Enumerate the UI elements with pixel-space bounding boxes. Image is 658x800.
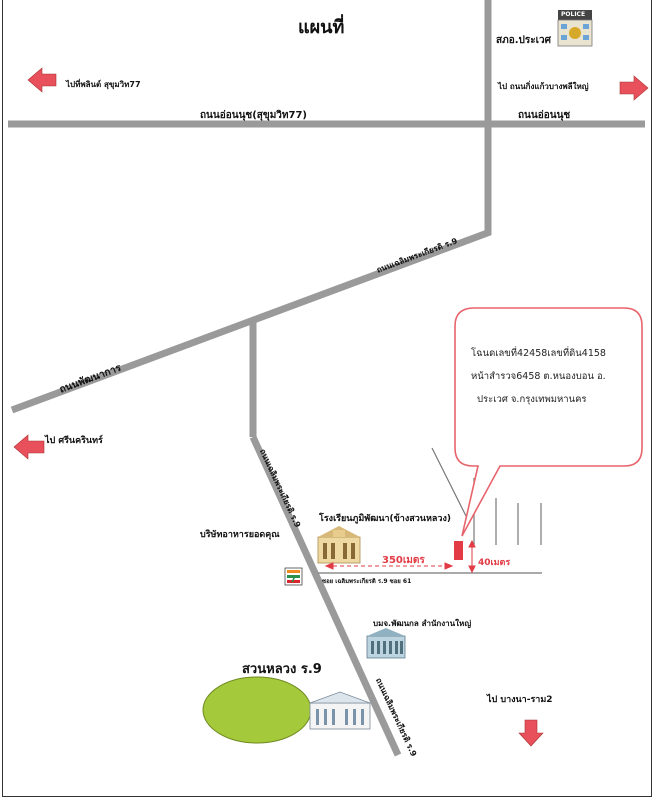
landmark-park: สวนหลวง ร.9: [242, 662, 322, 677]
callout-line-2: หน้าสำรวจ6458 ต.หนองบอน อ.: [471, 371, 606, 382]
arrow-left-srinakarin: [13, 434, 45, 460]
landmark-restaurant: บริษัทอาหารยอดคุณ: [200, 530, 280, 540]
direction-bangna: ไป บางนา-ราม2: [487, 695, 553, 705]
arrow-left-sukhumvit: [27, 67, 57, 93]
callout-bubble: [454, 307, 643, 537]
road-chaloem-main: [249, 435, 402, 757]
arrow-right-bangplee: [619, 75, 649, 101]
pavilion-icon: [309, 691, 371, 730]
police-icon: [557, 10, 593, 47]
landmark-office: บมจ.พัฒนกล สำนักงานใหญ่: [373, 619, 472, 628]
police-badge: POLICE: [561, 11, 586, 18]
lane-1: [431, 447, 469, 521]
svg-text:7: 7: [290, 575, 296, 585]
road-label-soi: ซอย เฉลิมพระเกียรติ ร.9 ซอย 61: [322, 578, 412, 585]
police-label: สภอ.ประเวศ: [496, 35, 551, 46]
arrow-down-bangna: [518, 719, 544, 747]
hospital-building-icon: [317, 526, 361, 564]
callout-line-1: โฉนดเลขที่42458เลขที่ดิน4158: [471, 348, 606, 359]
road-label-onnut: ถนนอ่อนนุช(สุขุมวิท77): [200, 110, 307, 121]
office-building-icon: [366, 628, 406, 659]
road-patthanakan: [10, 228, 492, 414]
callout-text: โฉนดเลขที่42458เลขที่ดิน4158 หน้าสำรวจ64…: [455, 308, 641, 466]
park-area: [202, 676, 312, 744]
direction-bangplee: ไป ถนนกิ่งแก้วบางพลีใหญ่: [498, 82, 589, 91]
direction-sukhumvit: ไปที่พลินต์ สุขุมวิท77: [66, 80, 141, 89]
site-marker: [454, 541, 463, 560]
map-title: แผนที่: [298, 17, 345, 38]
frontage-label: 40เมตร: [478, 558, 511, 568]
road-label-onnut-right: ถนนอ่อนนุช: [518, 110, 571, 121]
distance-label: 350เมตร: [382, 555, 425, 566]
landmark-hospital: โรงเรียนภูมิพัฒนา(ข้างสวนหลวง): [319, 514, 451, 524]
direction-srinakarin: ไป ศรีนครินทร์: [45, 436, 103, 446]
callout-line-3: ประเวศ จ.กรุงเทพมหานคร: [477, 394, 587, 405]
seven-eleven-icon: 7: [284, 567, 303, 586]
